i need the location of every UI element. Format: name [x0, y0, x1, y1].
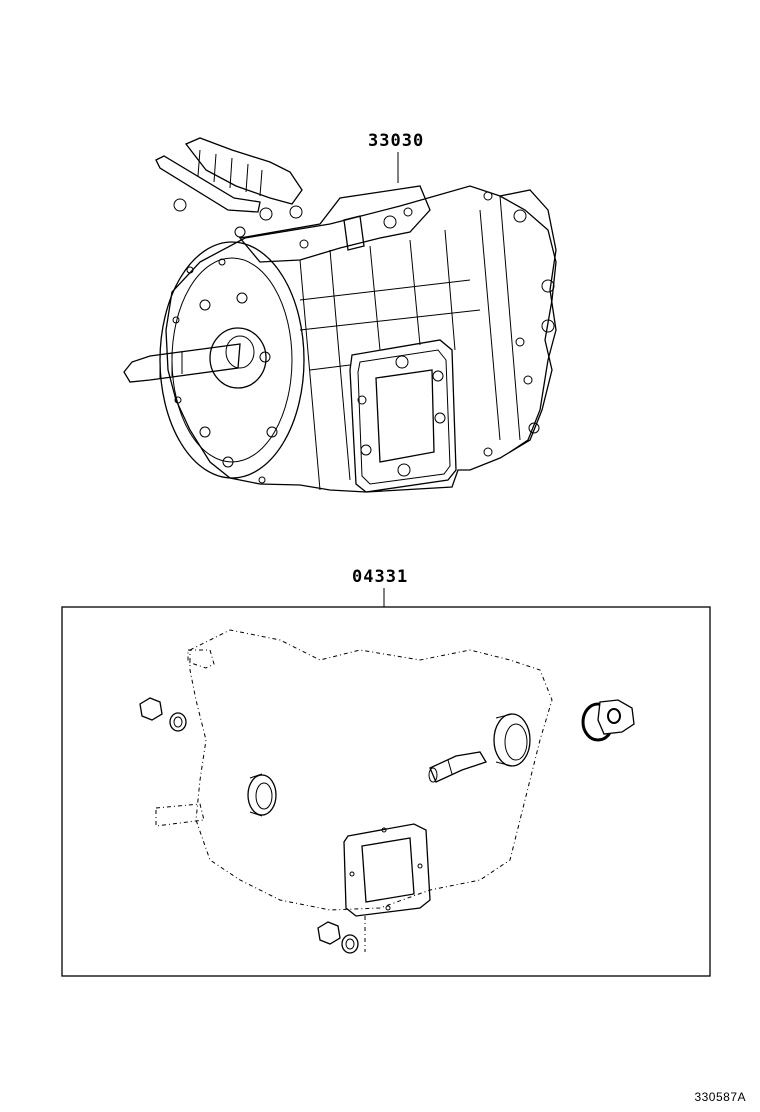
input-shaft — [123, 343, 241, 383]
oil-seal-front — [247, 773, 277, 817]
oil-seal-rear — [493, 713, 531, 767]
filler-plug-oring — [581, 699, 635, 742]
gasket-kit-group[interactable] — [61, 588, 711, 977]
front-face-inner — [171, 257, 293, 463]
drain-plug-bottom — [317, 921, 359, 954]
bearing-retainer — [209, 327, 267, 389]
case-phantom-outline — [189, 629, 553, 911]
speedometer-sleeve — [428, 751, 487, 783]
gasket-kit-frame — [61, 606, 711, 977]
side-cover-gasket — [343, 823, 431, 917]
part-number-label: 33030 — [368, 131, 425, 151]
bearing-retainer-inner — [225, 335, 255, 369]
drain-plug-left — [139, 697, 187, 732]
front-bolts — [172, 258, 278, 484]
case-outline — [165, 185, 557, 493]
rear-housing — [483, 189, 557, 457]
side-cover — [349, 339, 457, 493]
transmission-assembly-drawing[interactable] — [123, 137, 557, 493]
shift-tower — [155, 137, 431, 263]
shift-lever-arm — [155, 155, 261, 213]
part-number-label: 04331 — [352, 567, 409, 587]
case-ribs — [299, 195, 521, 491]
diagram-reference-code: 330587A — [694, 1090, 746, 1104]
